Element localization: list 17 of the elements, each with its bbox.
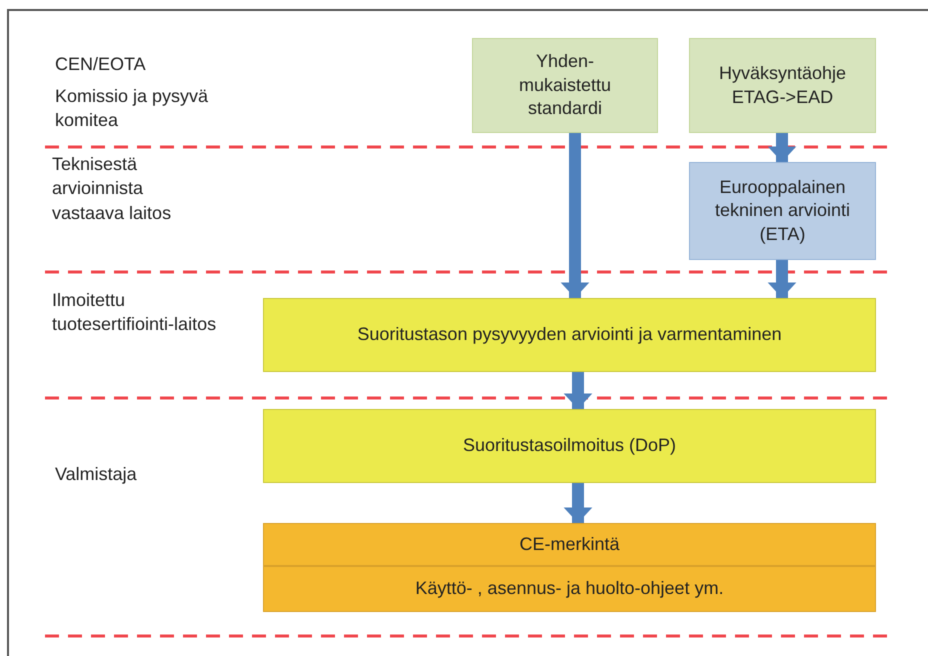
- arrow: [560, 133, 590, 298]
- arrow: [768, 133, 796, 162]
- lane-label: Komissio ja pysyvä komitea: [55, 85, 210, 132]
- lane-label: Ilmoitettu tuotesertifiointi-laitos: [52, 289, 218, 336]
- arrow: [768, 260, 796, 298]
- process-box: Eurooppalainen tekninen arviointi (ETA): [689, 162, 876, 260]
- process-box: Suoritustason pysyvyyden arviointi ja varmentaminen: [263, 298, 876, 372]
- process-box: Hyväksyntäohje ETAG->EAD: [689, 38, 876, 133]
- lane-label: Teknisestä arvioinnista vastaava laitos: [52, 153, 172, 225]
- process-box: Käyttö- , asennus- ja huolto-ohjeet ym.: [263, 566, 876, 612]
- arrow: [564, 483, 592, 523]
- process-box: CE-merkintä: [263, 523, 876, 566]
- process-box: Yhden- mukaistettu standardi: [472, 38, 658, 133]
- lane-label: Valmistaja: [55, 463, 138, 486]
- arrow: [564, 372, 592, 409]
- lane-label: CEN/EOTA: [55, 53, 147, 76]
- process-box: Suoritustasoilmoitus (DoP): [263, 409, 876, 483]
